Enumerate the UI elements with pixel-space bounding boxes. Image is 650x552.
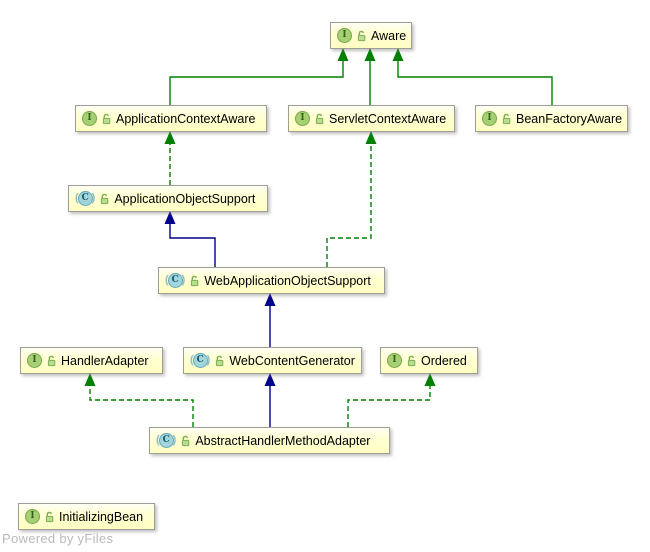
interface-icon: I [482,111,497,126]
open-padlock-icon [357,30,366,41]
interface-icon: I [27,353,42,368]
node-web-content-generator[interactable]: (C) WebContentGenerator [183,347,362,374]
interface-icon: I [295,111,310,126]
interface-icon: I [25,509,40,524]
node-ordered[interactable]: I Ordered [380,347,478,374]
edge-web-application-object-support-to-servlet-context-aware [326,131,377,267]
abstract-class-icon: (C) [75,191,95,206]
yfiles-watermark: Powered by yFiles [2,531,114,546]
node-label: AbstractHandlerMethodAdapter [195,433,371,448]
abstract-class-icon: (C) [190,353,210,368]
edge-abstract-handler-method-adapter-to-handler-adapter [84,373,194,427]
open-padlock-icon [101,193,109,204]
node-label: HandlerAdapter [61,353,149,368]
abstract-class-icon: (C) [165,273,185,288]
node-servlet-context-aware[interactable]: I ServletContextAware [288,105,455,132]
node-application-context-aware[interactable]: I ApplicationContextAware [75,105,267,132]
node-abstract-handler-method-adapter[interactable]: (C) AbstractHandlerMethodAdapter [149,427,390,454]
open-padlock-icon [102,113,111,124]
node-label: Aware [371,28,407,43]
edge-abstract-handler-method-adapter-to-ordered [347,373,436,427]
open-padlock-icon [315,113,324,124]
abstract-class-icon: (C) [156,433,176,448]
edge-application-context-aware-to-aware [169,48,349,105]
node-label: InitializingBean [59,509,144,524]
node-bean-factory-aware[interactable]: I BeanFactoryAware [475,105,628,132]
node-web-application-object-support[interactable]: (C) WebApplicationObjectSupport [158,267,385,294]
node-application-object-support[interactable]: (C) ApplicationObjectSupport [68,185,268,212]
open-padlock-icon [502,113,511,124]
node-label: WebContentGenerator [229,353,355,368]
open-padlock-icon [182,435,190,446]
interface-icon: I [337,28,352,43]
edge-bean-factory-aware-to-aware [392,48,553,105]
open-padlock-icon [47,355,56,366]
open-padlock-icon [407,355,416,366]
node-label: ServletContextAware [329,111,447,126]
node-label: BeanFactoryAware [516,111,623,126]
node-initializing-bean[interactable]: I InitializingBean [18,503,155,530]
node-handler-adapter[interactable]: I HandlerAdapter [20,347,163,374]
open-padlock-icon [45,511,54,522]
node-label: Ordered [421,353,467,368]
interface-icon: I [82,111,97,126]
node-label: ApplicationObjectSupport [114,191,256,206]
edge-web-application-object-support-to-application-object-support [164,211,216,267]
node-label: ApplicationContextAware [116,111,256,126]
node-aware[interactable]: I Aware [330,22,412,49]
interface-icon: I [387,353,402,368]
node-label: WebApplicationObjectSupport [204,273,371,288]
open-padlock-icon [216,355,224,366]
open-padlock-icon [191,275,199,286]
